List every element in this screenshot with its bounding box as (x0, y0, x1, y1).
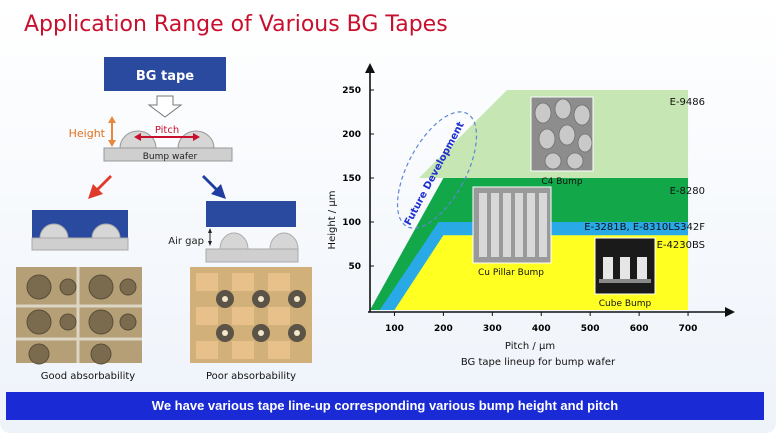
bump-wafer-label: Bump wafer (143, 152, 198, 162)
bg-tape-label: BG tape (136, 69, 194, 84)
slide-title: Application Range of Various BG Tapes (24, 12, 448, 37)
x-axis-title: Pitch / µm (505, 341, 555, 352)
good-wafer (31, 237, 129, 251)
pitch-label: Pitch (155, 125, 179, 136)
region-label-e4230bs: E-4230BS (657, 240, 705, 251)
height-label: Height (69, 127, 106, 140)
air-gap-label: Air gap (168, 236, 204, 247)
blue-arrow-icon (202, 175, 226, 199)
air-gap-arrow-icon (208, 228, 212, 246)
poor-tape (206, 201, 296, 227)
region-label-e3281b: E-3281B, E-8310LS342F (584, 222, 705, 233)
cu-pillar-bump-image (472, 186, 552, 264)
region-label-e9486: E-9486 (670, 97, 705, 108)
y-tick-label: 100 (342, 218, 361, 228)
x-tick-label: 100 (385, 324, 404, 334)
region-label-e8280: E-8280 (670, 186, 705, 197)
x-tick-label: 400 (532, 324, 551, 334)
good-caption: Good absorbability (41, 371, 136, 382)
x-axis-arrow-icon (725, 307, 735, 317)
y-axis-title: Height / µm (327, 191, 338, 250)
red-arrow-icon (88, 175, 112, 199)
bump-left (119, 130, 157, 149)
cu-pillar-bump-label: Cu Pillar Bump (478, 268, 544, 278)
y-tick-label: 250 (342, 86, 361, 96)
c4-bump-image (530, 96, 594, 172)
wafer-base (103, 147, 233, 162)
x-tick-label: 300 (483, 324, 502, 334)
poor-micrograph (190, 267, 312, 363)
chart-axes: 50 100 150 200 250 100 200 300 400 500 600 700 (342, 63, 735, 334)
down-arrow-icon (147, 95, 183, 118)
x-tick-label: 600 (630, 324, 649, 334)
poor-caption: Poor absorbability (206, 371, 296, 382)
y-tick-label: 150 (342, 174, 361, 184)
poor-wafer (205, 248, 299, 263)
y-axis-arrow-icon (365, 63, 375, 73)
bg-tape-box (104, 57, 226, 91)
c4-bump-label: C4 Bump (541, 177, 583, 187)
pitch-arrowheads-icon (134, 133, 200, 141)
cube-bump-image (594, 237, 656, 295)
bump-wafer-diagram: BG tape Height Pitch Bump wafer Air gap (16, 57, 312, 382)
bump-right (177, 130, 215, 149)
height-arrow-icon (108, 116, 116, 147)
cube-bump-label: Cube Bump (599, 299, 652, 309)
future-development-ellipse (396, 111, 478, 229)
x-tick-label: 700 (679, 324, 698, 334)
good-bumps (39, 223, 121, 239)
chart-caption: BG tape lineup for bump wafer (461, 357, 616, 368)
x-tick-label: 200 (434, 324, 453, 334)
x-tick-label: 500 (581, 324, 600, 334)
bg-tape-chart: Future Development C4 Bump Cu Pillar Bum… (327, 63, 735, 368)
y-tick-label: 50 (348, 262, 361, 272)
poor-bumps (219, 232, 299, 250)
footer-banner: We have various tape line-up correspondi… (6, 392, 764, 420)
y-tick-label: 200 (342, 130, 361, 140)
good-micrograph (16, 267, 142, 365)
